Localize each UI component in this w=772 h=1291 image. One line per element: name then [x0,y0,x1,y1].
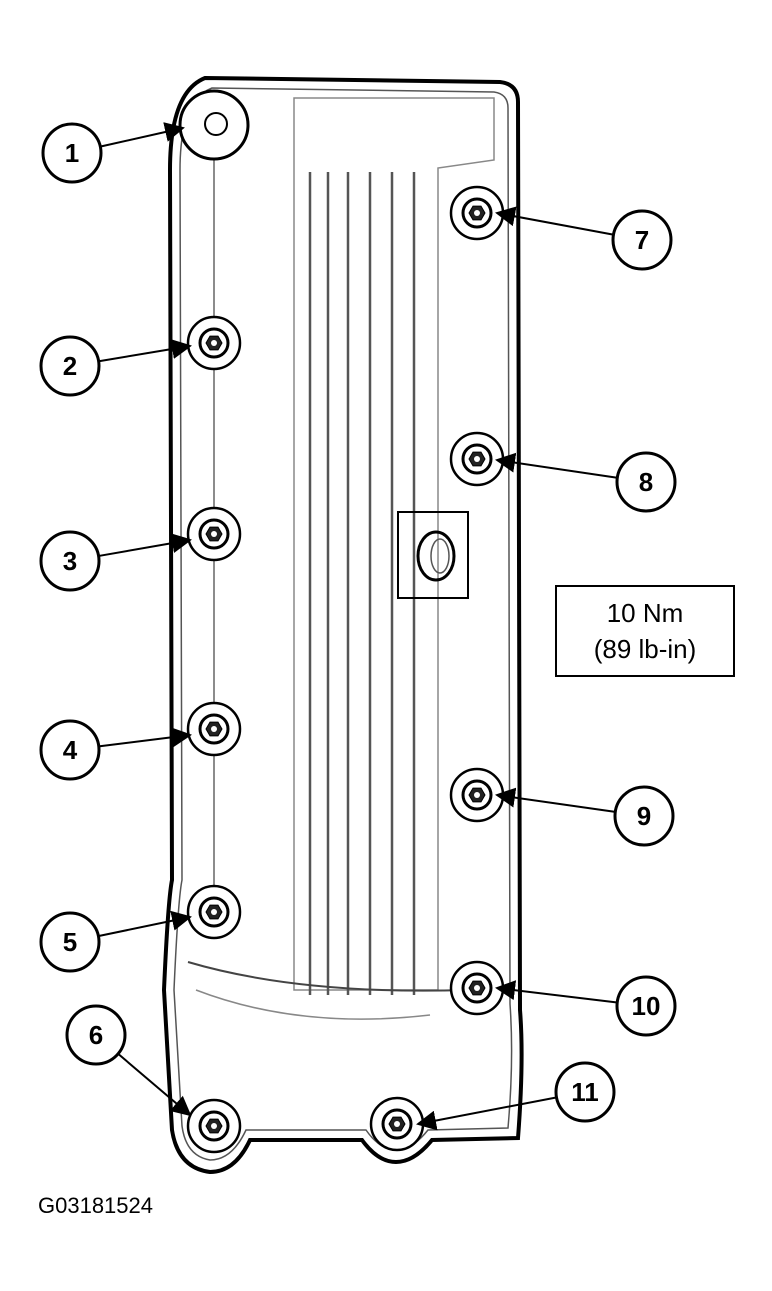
torque-spec-box: 10 Nm (89 lb-in) [555,585,735,677]
callout-label: 6 [89,1020,103,1050]
callout-leader-11 [416,1096,556,1131]
figure-id: G03181524 [38,1193,153,1218]
callout-label: 3 [63,546,77,576]
callout-circle [39,530,101,592]
bolt-8 [449,431,505,487]
callout-label: 2 [63,351,77,381]
callout-4: 4 [39,719,101,781]
callout-10: 10 [615,975,677,1037]
callout-circle [615,451,677,513]
callout-label: 9 [637,801,651,831]
callout-2: 2 [39,335,101,397]
callout-leader-2 [99,339,192,363]
callout-leader-1 [101,122,185,148]
bolt-10 [449,960,505,1016]
callout-label: 1 [65,138,79,168]
callout-6: 6 [65,1004,127,1066]
cover-outline [161,75,524,1175]
bolt-hole-1 [178,89,250,161]
callout-label: 7 [635,225,649,255]
bolt-5 [186,884,242,940]
callout-circle [39,335,101,397]
callout-label: 11 [571,1077,599,1107]
bolt-9 [449,767,505,823]
callout-label: 5 [63,927,77,957]
bolt-6 [186,1098,242,1154]
bolt-11 [369,1096,425,1152]
callout-leader-6 [118,1053,192,1117]
cover-inner-outline [173,87,513,1161]
callout-label: 8 [639,467,653,497]
callout-leader-3 [99,533,192,557]
lower-contour [187,961,467,992]
callout-circle [41,122,103,184]
callout-8: 8 [615,451,677,513]
callout-5: 5 [39,911,101,973]
bolt-4 [186,701,242,757]
bolt-3 [186,506,242,562]
callout-leader-9 [495,787,615,813]
callout-leader-10 [495,980,617,1004]
lower-contour-2 [195,989,431,1020]
torque-spec-line2: (89 lb-in) [594,634,697,664]
callout-leader-7 [495,206,613,236]
callout-7: 7 [611,209,673,271]
callout-11: 11 [554,1061,616,1123]
bolt-7 [449,185,505,241]
callout-leader-5 [99,910,192,937]
inner-panel [293,97,495,991]
callout-circle [611,209,673,271]
callout-circle [554,1061,616,1123]
callout-circle [65,1004,127,1066]
callout-label: 10 [632,991,661,1021]
callout-9: 9 [613,785,675,847]
callout-circle [615,975,677,1037]
cover-ribs [308,172,416,995]
callout-1: 1 [41,122,103,184]
callout-label: 4 [63,735,78,765]
callout-circle [39,911,101,973]
callout-circle [39,719,101,781]
bolt-2 [186,315,242,371]
callout-leader-4 [99,727,192,748]
callout-leader-8 [495,452,617,479]
callout-circle [613,785,675,847]
torque-spec-line1: 10 Nm [607,598,684,628]
callout-3: 3 [39,530,101,592]
oil-fill-port [397,511,469,599]
